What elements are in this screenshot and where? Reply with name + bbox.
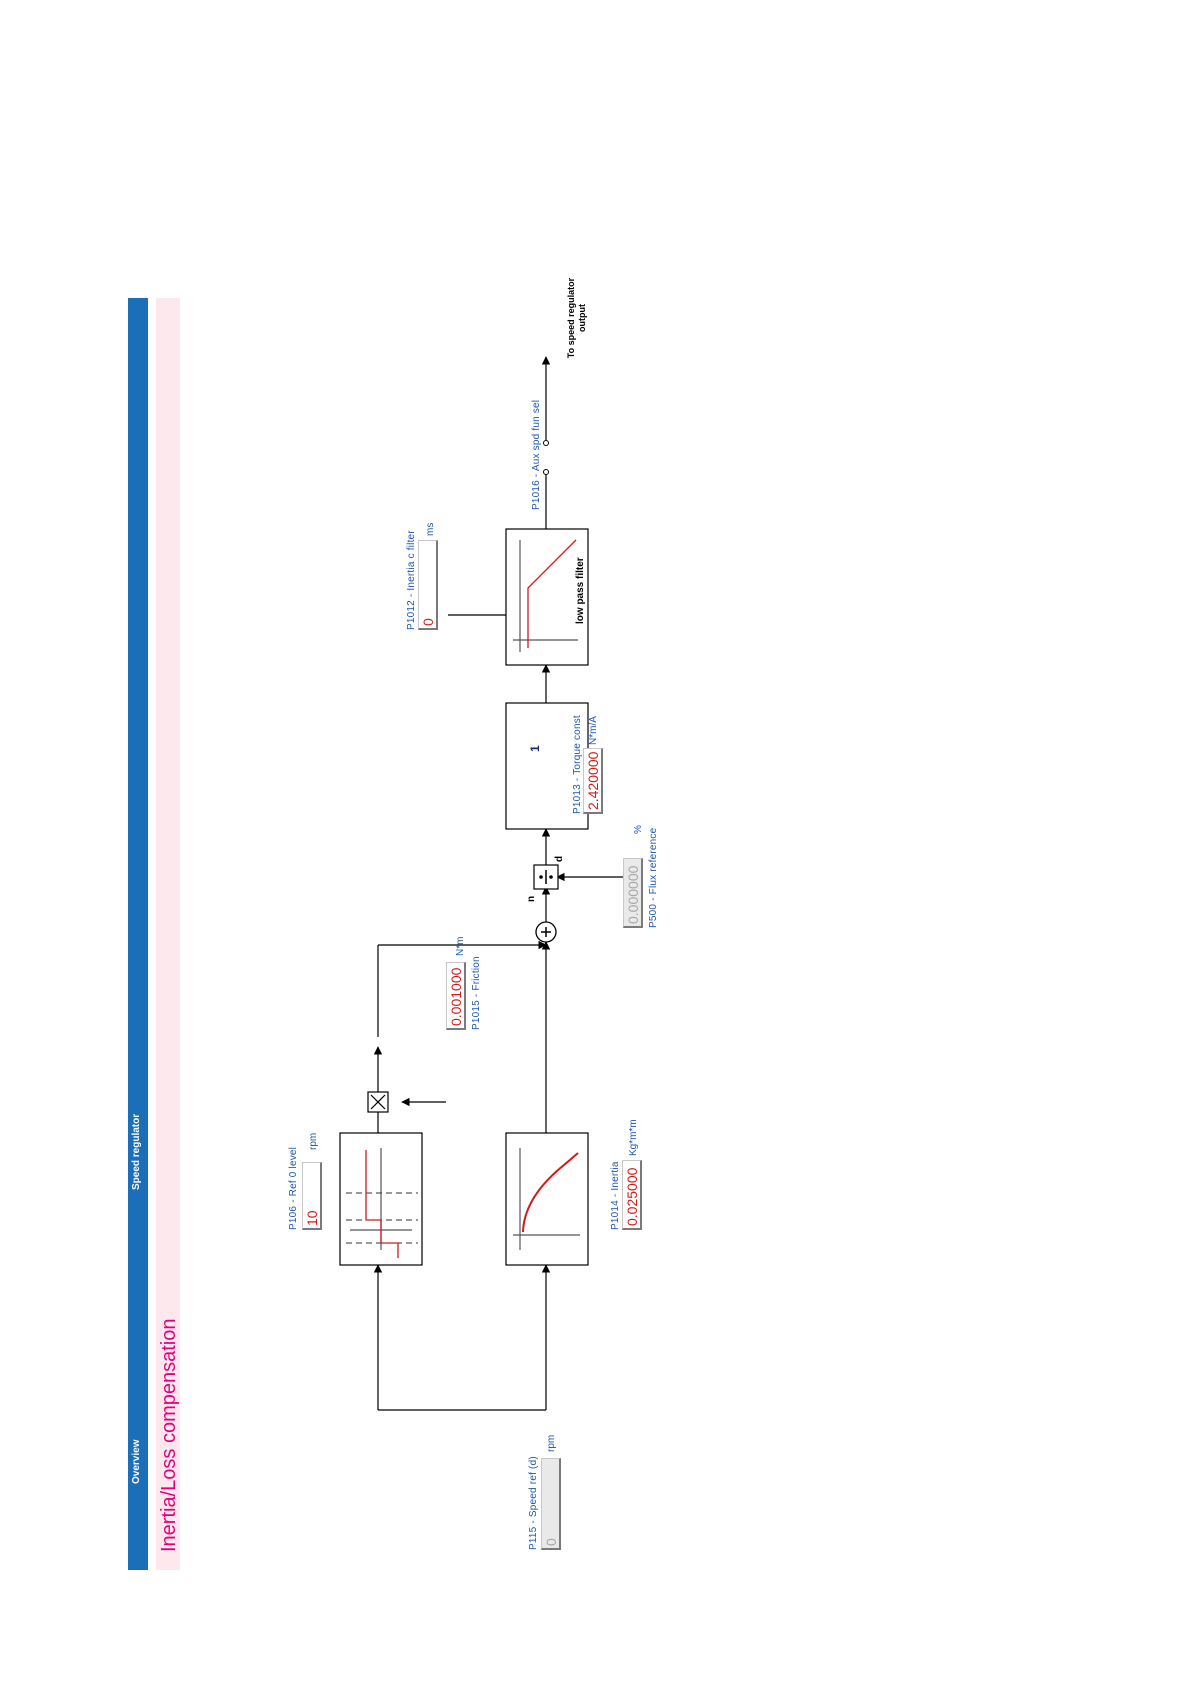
ref0-level-unit: rpm xyxy=(308,1132,319,1150)
inertia-filter-field[interactable]: 0 xyxy=(418,540,438,630)
lpf-label: low pass filter xyxy=(575,557,586,624)
wire-speed-ref xyxy=(373,1264,551,1411)
speed-ref-unit: rpm xyxy=(546,1434,557,1452)
torque-const-field[interactable]: 2.420000 xyxy=(583,748,603,814)
derivative-curve xyxy=(522,1152,579,1233)
aux-spd-sel-label[interactable]: P1016 - Aux spd fun sel xyxy=(531,399,542,510)
ref0-level-field[interactable]: 10 xyxy=(302,1162,322,1230)
block-diagram xyxy=(339,356,623,1411)
friction-label: P1015 - Friction xyxy=(471,956,482,1030)
wire-friction-path xyxy=(373,940,547,1133)
flux-ref-unit: % xyxy=(633,825,644,834)
friction-unit: N*m xyxy=(455,936,466,956)
speed-ref-field[interactable]: 0 xyxy=(541,1458,561,1550)
inertia-label: P1014 - Inertia xyxy=(610,1161,621,1230)
divider-block xyxy=(533,864,559,890)
inertia-filter-unit: ms xyxy=(425,522,436,536)
ref0-level-block xyxy=(339,1132,423,1266)
lpf-curve xyxy=(527,539,577,648)
reciprocal-numerator: 1 xyxy=(528,745,542,752)
inertia-unit: Kg*m*m xyxy=(628,1119,639,1156)
ref0-level-label: P106 - Ref 0 level xyxy=(288,1146,299,1230)
speed-ref-label: P115 - Speed ref (d) xyxy=(528,1456,539,1550)
switch-contact-right xyxy=(543,440,549,446)
switch-contact-left xyxy=(543,469,549,475)
torque-const-label: P1013 - Torque const xyxy=(572,715,583,814)
inertia-filter-label: P1012 - Inertia c filter xyxy=(406,530,417,630)
divider-d-label: d xyxy=(554,855,565,862)
inertia-field[interactable]: 0.025000 xyxy=(622,1160,642,1230)
low-pass-filter-block xyxy=(505,528,589,666)
output-label-line2: output xyxy=(577,304,587,332)
multiply-block xyxy=(367,1091,389,1113)
deadband-curve xyxy=(365,1150,399,1258)
output-label: To speed regulator output xyxy=(566,268,588,368)
output-label-line1: To speed regulator xyxy=(566,277,576,359)
divider-n-label: n xyxy=(526,895,537,902)
friction-field[interactable]: 0.001000 xyxy=(446,962,466,1030)
flux-ref-label: P500 - Flux reference xyxy=(648,827,659,928)
flux-ref-field[interactable]: 0.000000 xyxy=(623,858,643,928)
sum-junction xyxy=(535,921,557,943)
diagram-canvas: Overview Speed regulator Inertia/Loss co… xyxy=(128,278,728,1570)
torque-const-unit: N*m/A xyxy=(588,716,599,745)
inertia-derivative-block xyxy=(505,1132,589,1266)
